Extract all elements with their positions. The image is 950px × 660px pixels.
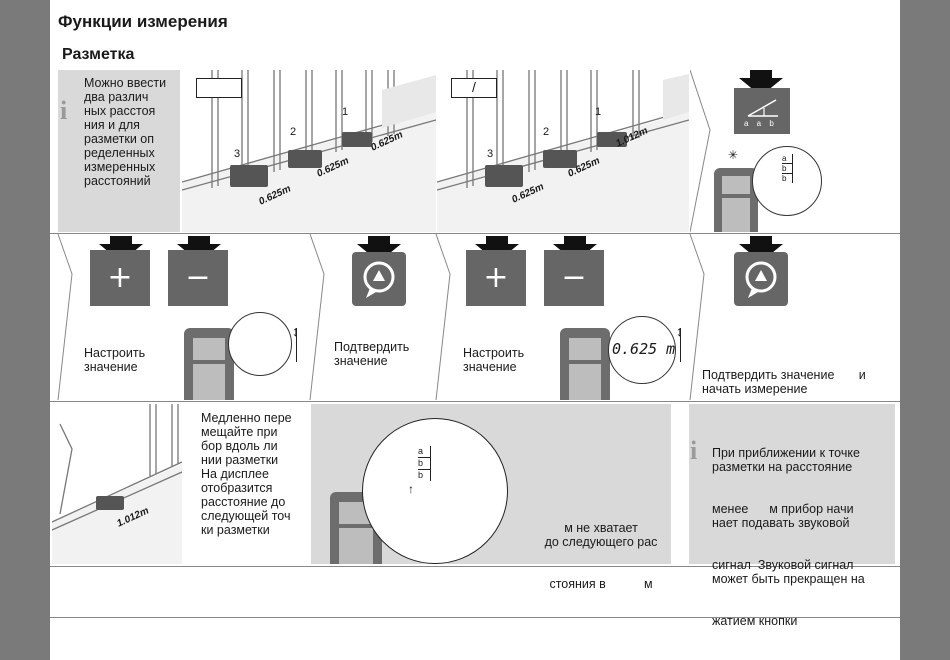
row-divider-3	[50, 566, 900, 567]
segment-label-1: 1	[342, 106, 349, 118]
segment-label-3: 3	[487, 148, 494, 160]
row-divider-2	[50, 401, 900, 402]
row-divider-4	[50, 617, 900, 618]
up-down-line	[296, 328, 297, 362]
laser-device	[714, 168, 758, 232]
arrow-down-icon	[486, 236, 508, 246]
page-title: Функции измерения	[58, 12, 228, 31]
room-illustration-1: 3 2 1 0.625m 0.625m 0.625m	[181, 70, 437, 232]
row-divider-1	[50, 233, 900, 234]
segment-label-1: 1	[595, 106, 602, 118]
arrow-down-icon	[750, 236, 772, 246]
arrow-up-icon: ↑	[408, 482, 414, 496]
left-margin-bar	[0, 0, 50, 660]
arrow-down-icon	[564, 236, 586, 246]
info-icon: i	[690, 436, 698, 465]
right-margin-bar	[900, 0, 950, 660]
display-value: 0.625 m	[612, 340, 676, 358]
arrow-down-icon	[368, 236, 390, 246]
arrow-down-icon	[188, 236, 210, 246]
display-box-2: /	[451, 78, 497, 98]
info-icon: i	[60, 96, 68, 125]
laser-device	[560, 328, 610, 400]
minus-key[interactable]: −	[544, 250, 604, 306]
info-box-1	[58, 70, 180, 232]
plus-key[interactable]: +	[466, 250, 526, 306]
up-down-arrow-icon: ↕	[676, 324, 683, 338]
room-illustration-3: 1.012m	[51, 404, 183, 564]
zoom-circle	[608, 316, 676, 384]
segment-label-2: 2	[290, 126, 297, 138]
measure-key-icon[interactable]	[352, 252, 406, 306]
device-panel: a a b ✳ a b b	[690, 70, 900, 232]
display-marks: a b b	[418, 446, 431, 481]
zoom-circle	[752, 146, 822, 216]
zoom-circle	[362, 418, 508, 564]
up-down-line	[680, 328, 681, 362]
room-illustration-2: / 3 2 1 0.625m 0.625m 1.012m	[436, 70, 690, 232]
display-box-1	[196, 78, 242, 98]
stakeout-key-icon[interactable]: a a b	[734, 88, 790, 134]
segment-label-2: 2	[543, 126, 550, 138]
laser-device	[184, 328, 234, 400]
info-box-2	[689, 404, 895, 564]
plus-key[interactable]: +	[90, 250, 150, 306]
measure-key-icon[interactable]	[734, 252, 788, 306]
display-marks: a b b	[782, 154, 793, 183]
laser-spark-icon: ✳	[728, 148, 739, 162]
section-subtitle: Разметка	[62, 46, 135, 63]
zoom-circle	[228, 312, 292, 376]
minus-key[interactable]: −	[168, 250, 228, 306]
segment-label-3: 3	[234, 148, 241, 160]
arrow-down-icon	[110, 236, 132, 246]
up-down-arrow-icon: ↕	[292, 324, 299, 338]
arrow-down-icon	[750, 70, 772, 80]
row2-steps	[50, 234, 900, 400]
